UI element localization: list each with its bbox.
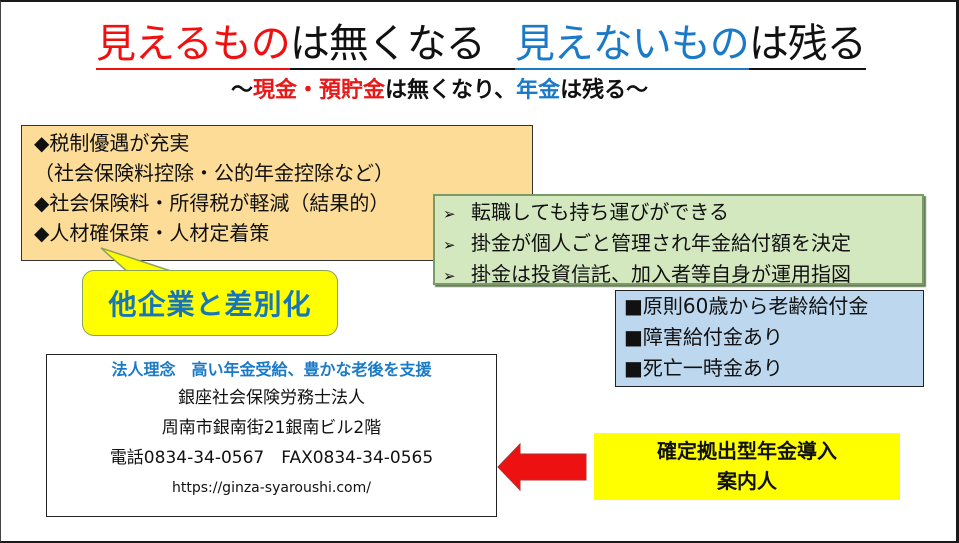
benefit-item: ◆社会保険料・所得税が軽減（結果的） <box>34 191 390 215</box>
arrowhead-bullet-icon: ➢ <box>443 236 456 254</box>
subtitle-cash: 現金・預貯金 <box>253 78 386 103</box>
left-arrow-icon <box>497 442 587 492</box>
subtitle-tilde: ～ <box>231 78 254 103</box>
title-remain: は残る <box>748 20 867 70</box>
benefits-box: ◆税制優遇が充実 （社会保険料控除・公的年金控除など） ◆社会保険料・所得税が軽… <box>21 125 533 261</box>
arrowhead-bullet-icon: ➢ <box>443 205 456 223</box>
company-phone-fax: 電話0834-34-0567 FAX0834-34-0565 <box>109 448 434 468</box>
guide-line-2: 案内人 <box>717 469 777 493</box>
payout-item: ■障害給付金あり <box>624 325 783 349</box>
company-name: 銀座社会保険労務士法人 <box>178 388 365 408</box>
slide-title: 見えるものは無くなる 見えないものは残る <box>96 20 867 70</box>
guide-line-1: 確定拠出型年金導入 <box>657 439 837 463</box>
company-url-link[interactable]: https://ginza-syaroushi.com/ <box>172 480 371 496</box>
features-box: ➢転職しても持ち運びができる ➢掛金が個人ごと管理され年金給付額を決定 ➢掛金は… <box>433 194 924 286</box>
title-visible-things: 見えるもの <box>96 20 291 70</box>
callout-label: 他企業と差別化 <box>108 288 312 321</box>
differentiation-callout: 他企業と差別化 <box>82 270 338 336</box>
feature-item: ➢転職しても持ち運びができる <box>443 198 922 229</box>
company-motto: 法人理念 高い年金受給、豊かな老後を支援 <box>111 360 432 379</box>
title-disappear: は無くなる <box>289 20 486 70</box>
subtitle-middle: は無くなり、 <box>385 78 517 103</box>
payout-item: ■死亡一時金あり <box>624 356 783 380</box>
benefit-item: ◆税制優遇が充実 <box>34 131 190 155</box>
company-info-box: 法人理念 高い年金受給、豊かな老後を支援 銀座社会保険労務士法人 周南市銀南街2… <box>46 354 497 517</box>
dc-pension-guide-box: 確定拠出型年金導入 案内人 <box>594 433 900 500</box>
payouts-box: ■原則60歳から老齢給付金 ■障害給付金あり ■死亡一時金あり <box>615 290 924 387</box>
title-gap <box>484 20 515 70</box>
subtitle-end: は残る～ <box>560 78 649 103</box>
title-invisible-things: 見えないもの <box>514 20 750 70</box>
company-address: 周南市銀南街21銀南ビル2階 <box>161 418 382 438</box>
arrowhead-bullet-icon: ➢ <box>443 267 456 285</box>
feature-item: ➢掛金が個人ごと管理され年金給付額を決定 <box>443 229 922 260</box>
benefit-item: ◆人材確保策・人材定着策 <box>34 221 270 245</box>
payout-item: ■原則60歳から老齢給付金 <box>624 294 869 318</box>
subtitle-pension: 年金 <box>516 78 561 103</box>
feature-item: ➢掛金は投資信託、加入者等自身が運用指図 <box>443 260 922 291</box>
slide-subtitle: ～現金・預貯金は無くなり、年金は残る～ <box>231 74 731 108</box>
benefit-item: （社会保険料控除・公的年金控除など） <box>34 161 394 185</box>
